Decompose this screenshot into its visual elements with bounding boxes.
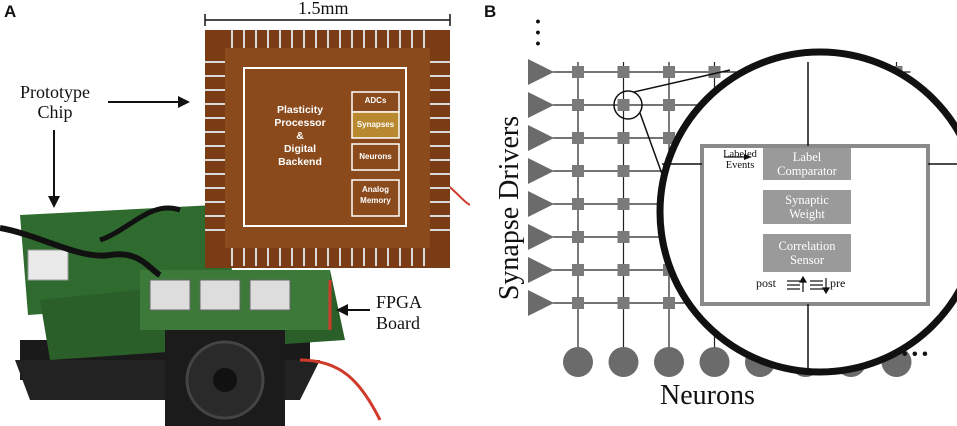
synapse-driver-triangle xyxy=(528,191,554,217)
synapse-square xyxy=(617,66,630,78)
analog-line1: Analog xyxy=(361,185,390,194)
processor-line5: Backend xyxy=(278,156,322,168)
synapse-square xyxy=(572,132,584,144)
synapse-array-diagram xyxy=(528,48,957,377)
synaptic-weight-label: Synaptic Weight xyxy=(763,193,851,221)
panel-b-label: B xyxy=(484,2,497,21)
neuron-circle xyxy=(608,347,639,377)
synapse-driver-triangle xyxy=(528,224,554,250)
synapse-driver-triangle xyxy=(528,125,554,151)
synapse-driver-triangle xyxy=(528,59,554,85)
processor-line3: & xyxy=(296,130,304,142)
synapse-square xyxy=(663,132,675,144)
label-comparator-line2: Comparator xyxy=(777,164,837,178)
prototype-chip-label: Prototype Chip xyxy=(10,82,100,122)
neuron-circle xyxy=(563,347,593,377)
synapse-square xyxy=(617,132,630,144)
synapse-driver-triangle xyxy=(528,257,554,283)
synapse-square xyxy=(572,297,584,309)
neuron-circle xyxy=(699,347,730,377)
analog-line2: Memory xyxy=(360,196,391,205)
synaptic-weight-box xyxy=(763,190,851,224)
fpga-label-line1: FPGA xyxy=(376,292,423,312)
synaptic-weight-line2: Weight xyxy=(789,207,825,221)
label-comparator-line1: Label xyxy=(792,150,822,164)
hardware-photo xyxy=(0,14,470,426)
synapse-square xyxy=(663,99,675,111)
vertical-ellipsis: ••• xyxy=(535,13,541,51)
analog-memory-label: Analog Memory xyxy=(352,184,399,206)
x-axis-label: Neurons xyxy=(660,380,755,411)
zoom-line-top xyxy=(633,69,731,93)
synapse-driver-triangle xyxy=(528,158,554,184)
labeled-events-line2: Events xyxy=(725,160,755,171)
synaptic-weight-line1: Synaptic xyxy=(785,193,829,207)
synapse-square xyxy=(572,231,584,243)
synapse-square xyxy=(572,66,584,78)
synapse-square xyxy=(617,231,630,243)
correlation-sensor-line2: Sensor xyxy=(789,253,825,267)
synapse-driver-triangle xyxy=(528,92,554,118)
processor-line2: Processor xyxy=(274,117,326,129)
synapse-square xyxy=(617,264,630,276)
neurons-label: Neurons xyxy=(359,152,392,161)
analog-memory-block xyxy=(351,179,400,217)
labeled-events-line1: Labeled xyxy=(723,149,757,160)
chip-processor-label: Plasticity Processor & Digital Backend xyxy=(262,104,338,169)
fpga-label-line2: Board xyxy=(376,313,420,333)
processor-line1: Plasticity xyxy=(276,104,324,116)
synapse-square xyxy=(617,297,630,309)
synapse-square xyxy=(663,297,675,309)
post-label: post xyxy=(756,276,777,290)
synapse-square xyxy=(663,66,675,78)
synapse-square xyxy=(572,264,584,276)
correlation-sensor-line1: Correlation xyxy=(778,239,836,253)
panel-a-label: A xyxy=(4,2,17,21)
prototype-label-line2: Chip xyxy=(37,102,73,122)
processor-line4: Digital xyxy=(283,143,317,155)
synapses-label: Synapses xyxy=(356,120,395,129)
synapse-square xyxy=(617,165,630,177)
synapse-square xyxy=(617,198,630,210)
synapse-square xyxy=(572,198,584,210)
y-axis-label: Synapse Drivers xyxy=(494,115,525,301)
scale-label: 1.5mm xyxy=(298,0,349,18)
synapse-square xyxy=(572,99,584,111)
zoom-source-circle xyxy=(613,90,643,120)
synapse-square xyxy=(617,99,630,111)
synapses-block xyxy=(351,111,400,139)
chip-pins xyxy=(205,30,450,266)
neurons-block xyxy=(351,143,400,171)
synapse-driver-triangle xyxy=(528,290,554,316)
post-pre-symbol xyxy=(787,275,831,295)
chip-outline xyxy=(243,67,407,227)
correlation-sensor-box xyxy=(763,234,851,272)
pre-label: pre xyxy=(830,276,846,290)
correlation-sensor-label: Correlation Sensor xyxy=(763,239,851,267)
synapse-square xyxy=(572,165,584,177)
label-comparator-label: Label Comparator xyxy=(763,150,851,178)
labeled-events-label: Labeled Events xyxy=(712,149,768,171)
horizontal-ellipsis: • • • xyxy=(902,346,928,363)
label-comparator-box xyxy=(763,148,851,180)
neuron-circle xyxy=(654,347,684,377)
prototype-label-line1: Prototype xyxy=(20,82,90,102)
adcs-label: ADCs xyxy=(364,96,387,105)
fpga-board-label: FPGA Board xyxy=(376,292,422,334)
